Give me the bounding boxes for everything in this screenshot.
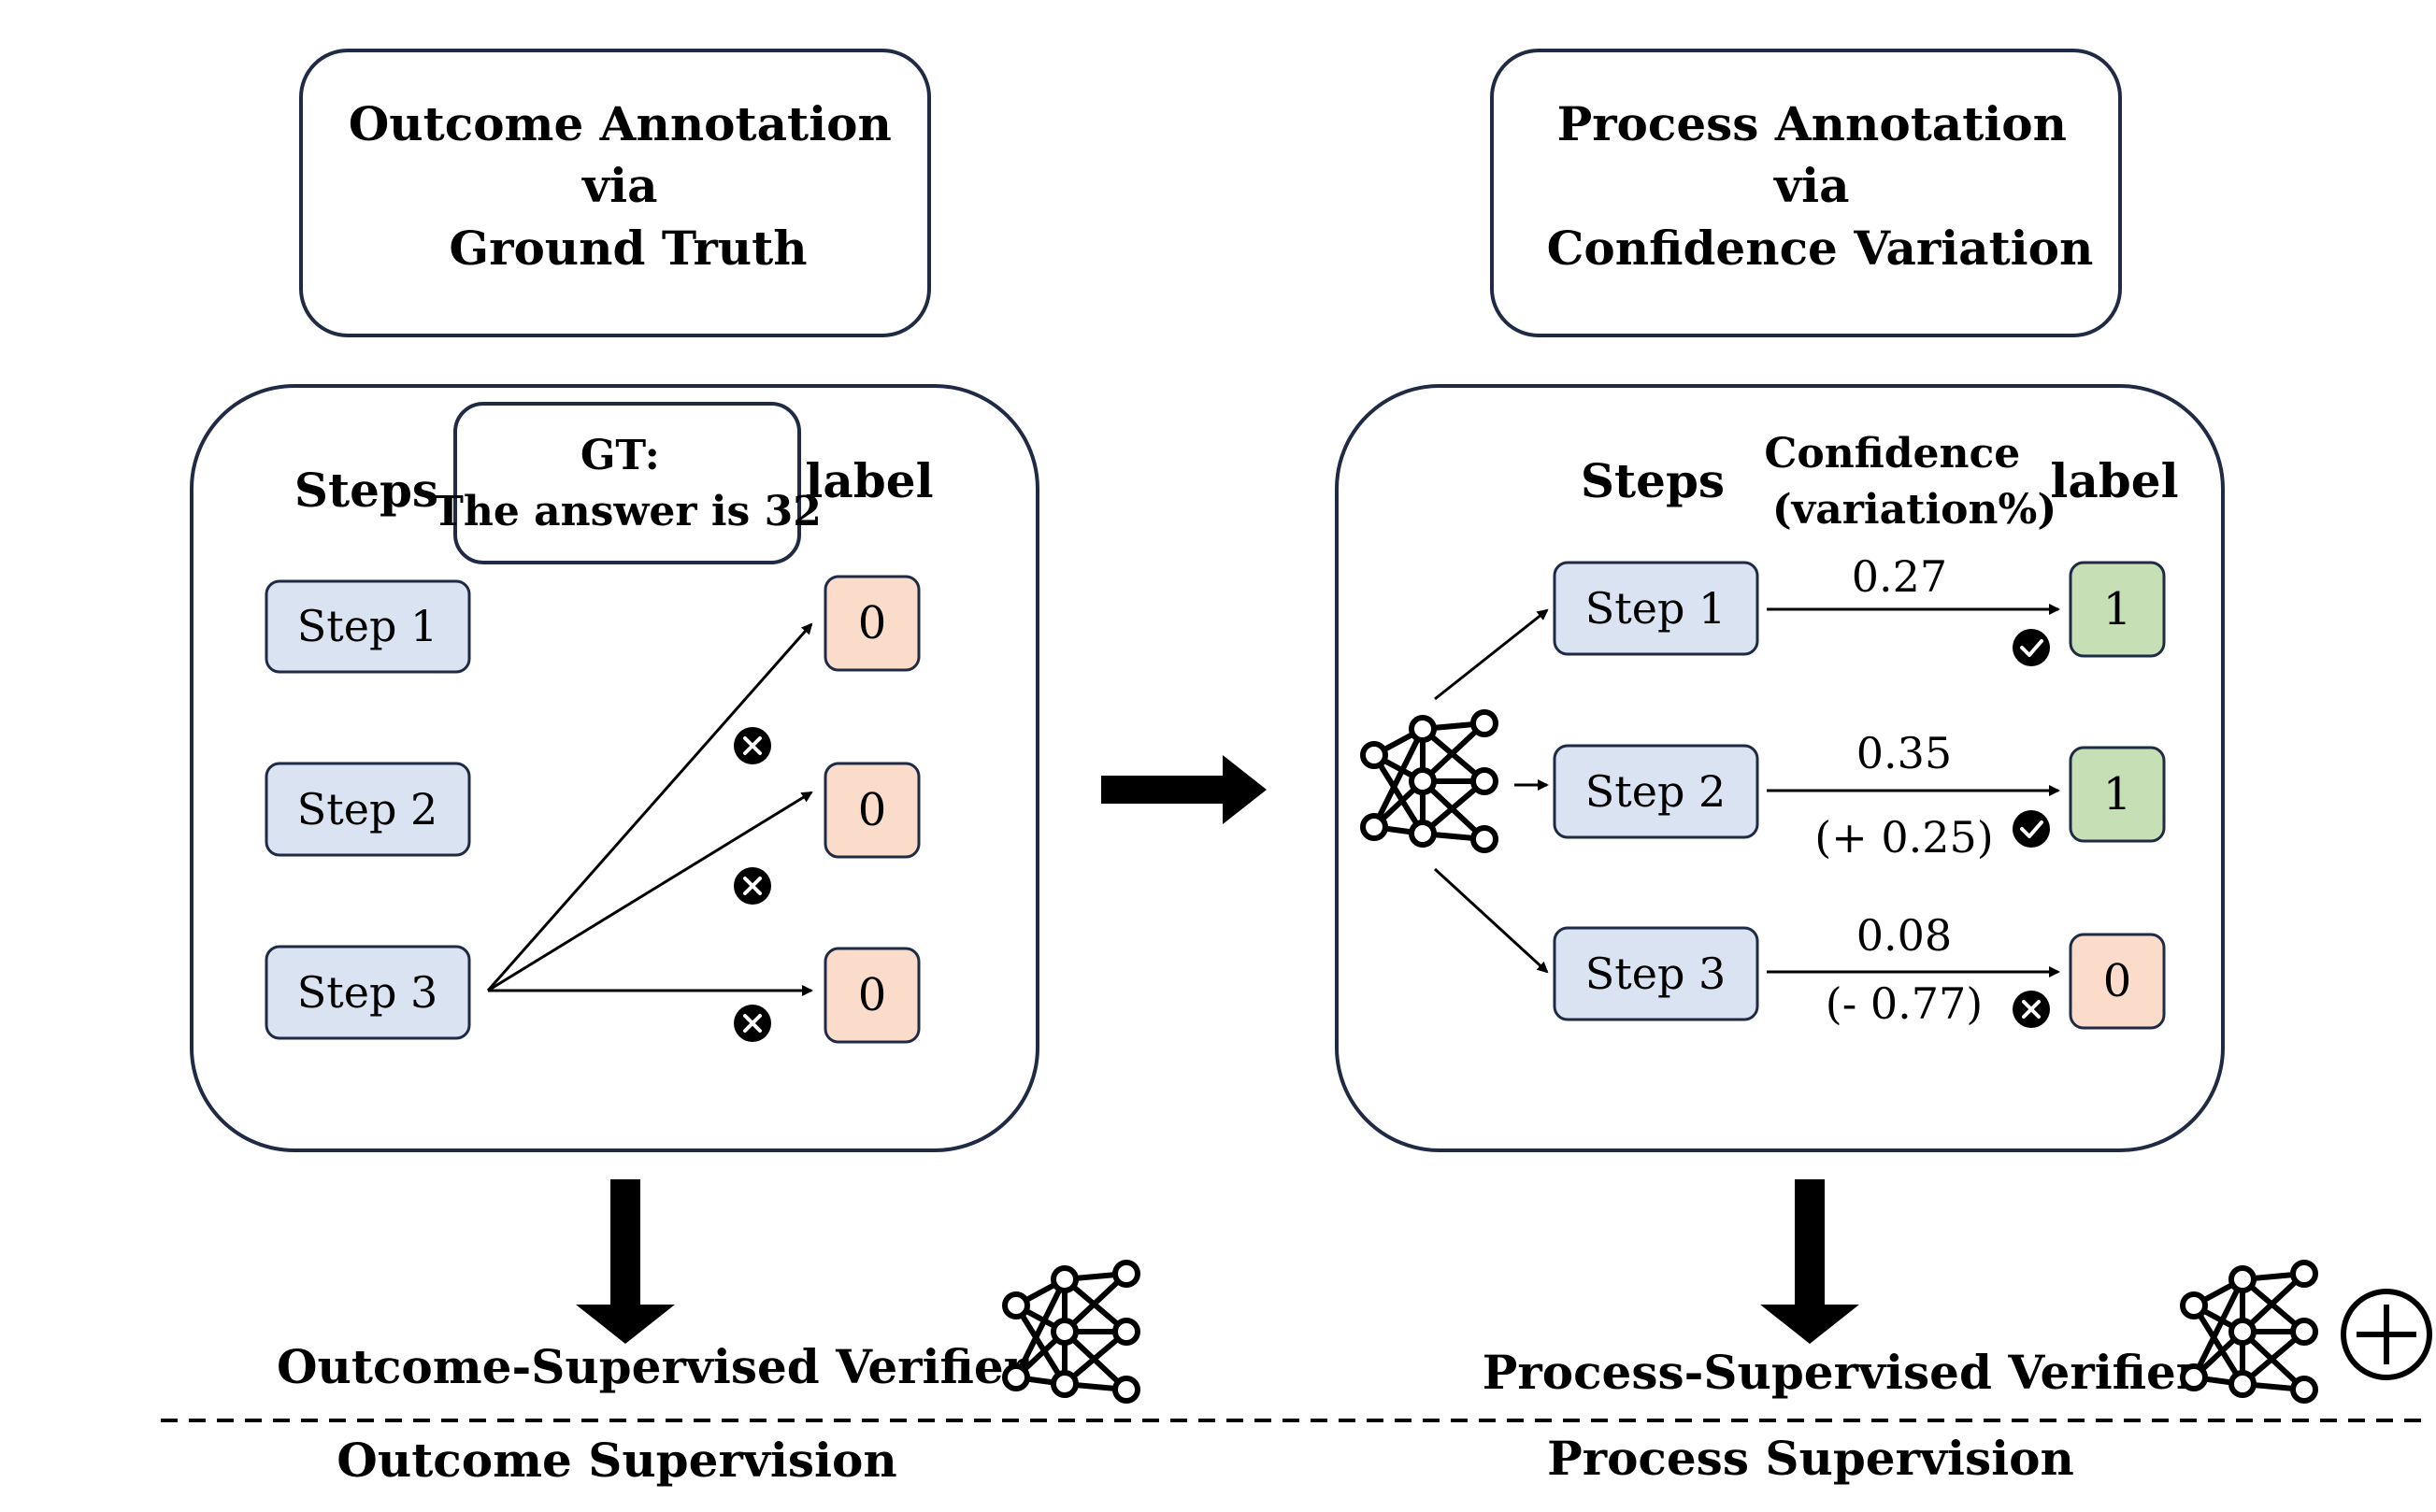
outcome-title-box: [299, 49, 931, 337]
svg-text:Step 1: Step 1: [1585, 583, 1727, 634]
variation-value: (- 0.77): [1826, 978, 1983, 1029]
outcome-section-label: Outcome Supervision: [337, 1433, 896, 1488]
transition-arrow: [1101, 755, 1267, 824]
label-box: 0: [824, 575, 921, 672]
neural-network-icon: [2180, 1260, 2318, 1404]
variation-value: (+ 0.25): [1814, 812, 1993, 863]
label-box: 0: [824, 762, 921, 859]
svg-text:Step 3: Step 3: [1585, 949, 1727, 999]
svg-text:0: 0: [2103, 955, 2132, 1007]
process-section-label: Process Supervision: [1547, 1431, 2074, 1486]
label-header: label: [2050, 453, 2178, 508]
step-box: Step 1: [1553, 561, 1759, 656]
svg-text:Step 2: Step 2: [297, 784, 438, 834]
arrow-step3-to-label2: [487, 791, 813, 992]
plus-circle-icon: [2341, 1289, 2432, 1380]
check-icon: [2013, 629, 2050, 666]
neural-network-icon: [1002, 1260, 1140, 1404]
step-box: Step 2: [1553, 744, 1759, 839]
arrow-step3-to-label1: [486, 622, 813, 991]
svg-text:1: 1: [2103, 768, 2132, 820]
step-box: Step 3: [1553, 926, 1759, 1021]
confidence-header: Confidence (variation%): [1764, 430, 2056, 534]
arrow-network-to-step3: [1433, 867, 1549, 974]
check-icon: [2013, 810, 2050, 848]
label-box: 1: [2069, 746, 2166, 843]
svg-text:1: 1: [2103, 583, 2132, 635]
label-box: 1: [2069, 561, 2166, 658]
svg-text:Step 3: Step 3: [297, 967, 438, 1018]
steps-header: Steps: [294, 463, 438, 518]
ground-truth-box: [453, 402, 801, 564]
down-arrow: [576, 1179, 675, 1344]
arrow-network-to-step1: [1434, 608, 1549, 701]
label-box: 0: [2069, 933, 2166, 1030]
cross-icon: [734, 727, 771, 764]
svg-text:0: 0: [858, 597, 887, 649]
cross-icon: [734, 867, 771, 905]
cross-icon: [2013, 991, 2050, 1028]
label-header: label: [805, 453, 933, 508]
outcome-title: Outcome Annotation via Ground Truth: [349, 96, 908, 276]
neural-network-icon: [1360, 709, 1498, 853]
confidence-value: 0.27: [1852, 551, 1947, 602]
svg-text:Step 1: Step 1: [297, 601, 438, 651]
cross-icon: [734, 1005, 771, 1042]
step-box: Step 1: [265, 579, 471, 674]
process-title-box: [1490, 49, 2122, 337]
ground-truth-text: GT: The answer is 32: [433, 432, 822, 535]
step-box: Step 3: [265, 945, 471, 1040]
steps-header: Steps: [1581, 453, 1725, 508]
svg-text:0: 0: [858, 784, 887, 836]
process-verifier-label: Process-Supervised Verifier: [1483, 1345, 2201, 1400]
confidence-value: 0.08: [1856, 910, 1952, 961]
outcome-verifier-label: Outcome-Supervised Verifier: [277, 1339, 1029, 1394]
down-arrow: [1760, 1179, 1859, 1344]
step-box: Step 2: [265, 762, 471, 857]
confidence-value: 0.35: [1856, 728, 1952, 778]
process-title: Process Annotation via Confidence Variat…: [1547, 96, 2094, 276]
svg-text:Step 2: Step 2: [1585, 766, 1727, 817]
label-box: 0: [824, 947, 921, 1044]
svg-text:0: 0: [858, 969, 887, 1021]
